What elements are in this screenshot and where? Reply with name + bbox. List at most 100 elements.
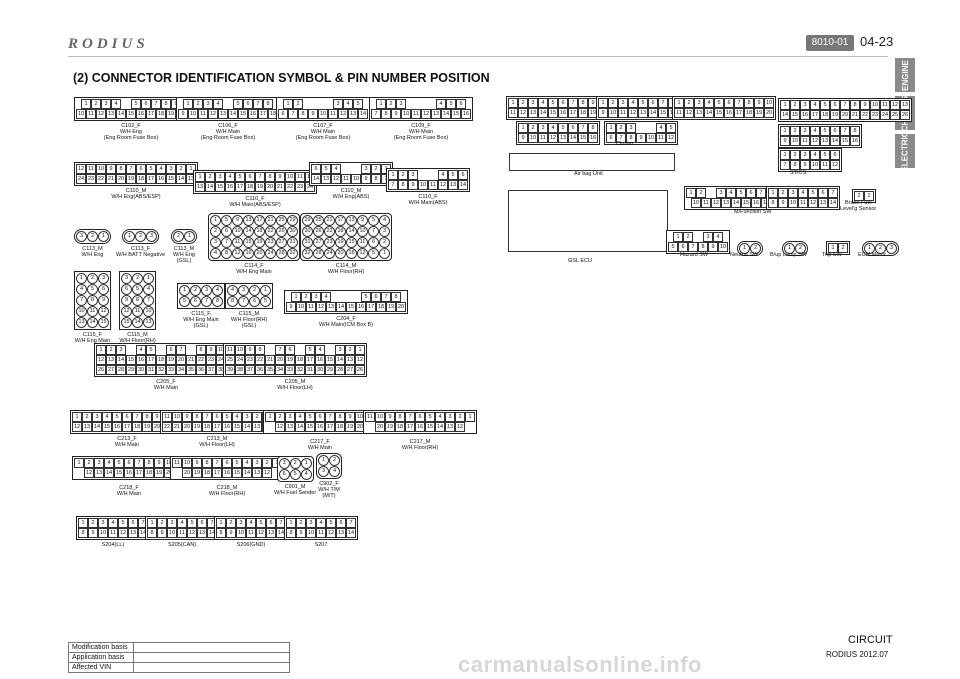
connector-harness: W/H Fuel Sender (274, 490, 317, 496)
connector-name: S207 (314, 542, 328, 548)
connector-name: C106_F (218, 123, 238, 129)
modification-basis-label: Modification basis (68, 642, 134, 653)
affected-vin-value (133, 662, 290, 673)
connector-name: C115_F (191, 311, 211, 317)
application-basis-label: Application basis (68, 652, 134, 663)
connector-name: S205(CAN) (167, 542, 197, 548)
connector-name: C205_M (284, 379, 306, 385)
connector-harness: W/H Eng Main (183, 317, 219, 323)
connector-name: C114_M (335, 263, 357, 269)
tab-electric[interactable]: ELECTRIC (895, 131, 915, 171)
brand-logo: RODIUS (68, 36, 149, 52)
tab-engine[interactable]: ENGINE (895, 58, 915, 92)
connector-name: C115_F (82, 332, 103, 338)
connector-name: C902_F (319, 481, 339, 487)
connector-name: C113_F (130, 246, 151, 252)
application-basis-value (133, 652, 290, 663)
connector-harness: W/H Eng Main (74, 338, 111, 344)
connector-name: C213_M (206, 436, 228, 442)
connector-harness: W/H Floor(RH) (401, 445, 439, 451)
connector-harness: W/H Eng(ABS) (332, 194, 370, 200)
connector-location: (M/T) (322, 493, 336, 499)
connector-harness: W/H Main(ABS/ESP) (229, 202, 281, 208)
connector-location: (GSL) (193, 323, 209, 329)
connector-name: C107_F (313, 123, 333, 129)
connector-name: C115_M (238, 311, 260, 317)
connector-harness: W/H Floor(LH) (199, 442, 235, 448)
connector-name: C113_M (173, 246, 195, 252)
connector-location: (Eng Room Fuse Box) (295, 135, 351, 141)
connector-name: S206(GND) (236, 542, 266, 548)
connector-harness: W/H Floor(RH) (119, 338, 156, 344)
connector-name: S204(LL) (101, 542, 125, 548)
connector-harness: W/H Floor(RH) (327, 269, 365, 275)
connector-location: (Eng Room Fuse Box) (393, 135, 449, 141)
footer-date: RODIUS 2012.07 (826, 650, 889, 659)
connector-harness: W/H Floor(LH) (277, 385, 313, 391)
connector-name: C205_F (156, 379, 176, 385)
brup-lamp-sw-label: B/up Lamp SW (770, 252, 807, 258)
connector-harness: W/H Main (307, 445, 333, 451)
connector-name: C113_M (82, 246, 103, 252)
connector-harness: W/H Floor(RH) (230, 317, 268, 323)
mfunction-label: M/Function SW (734, 209, 772, 215)
connector-harness: W/H Floor(RH) (208, 491, 246, 497)
connector-name: C218_M (216, 485, 238, 491)
